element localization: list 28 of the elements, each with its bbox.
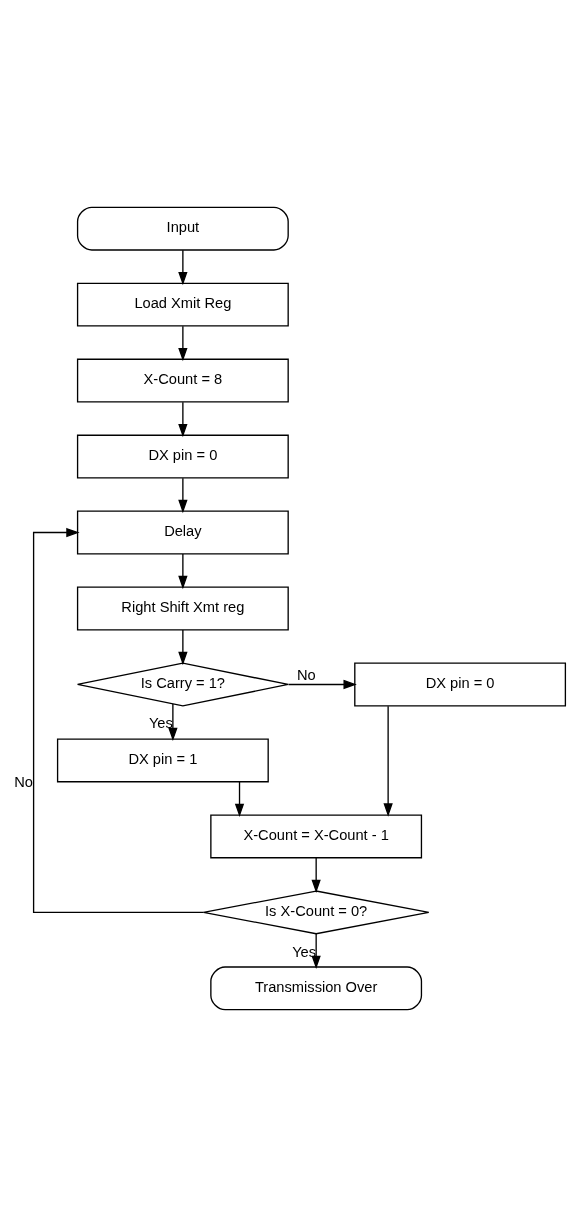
arrow <box>178 553 188 590</box>
node-diamond: Is X-Count = 0? <box>202 890 430 935</box>
arrow <box>178 249 188 286</box>
arrow <box>168 703 178 742</box>
edge-label: No <box>14 773 33 790</box>
node-box: Delay <box>76 510 289 555</box>
node-box: DX pin = 0 <box>76 434 289 479</box>
node-box: DX pin = 1 <box>56 738 269 783</box>
arrow <box>311 933 321 969</box>
arrow <box>178 401 188 438</box>
arrow <box>311 857 321 894</box>
node-box: X-Count = X-Count - 1 <box>210 814 423 859</box>
node-box: Load Xmit Reg <box>76 282 289 327</box>
arrow <box>178 629 188 666</box>
arrow <box>287 679 357 690</box>
node-box: Right Shift Xmt reg <box>76 586 289 631</box>
arrow <box>178 477 188 514</box>
arrow <box>383 705 393 817</box>
edge-label: No <box>296 667 316 684</box>
arrow <box>234 781 245 818</box>
node-diamond: Is Carry = 1? <box>76 662 289 707</box>
edge-label: Yes <box>292 943 317 960</box>
node-box: X-Count = 8 <box>76 358 289 403</box>
node-box: DX pin = 0 <box>354 662 567 707</box>
arrow <box>178 325 188 362</box>
node-box: Input <box>76 206 289 251</box>
arrow <box>32 527 205 914</box>
node-box: Transmission Over <box>210 966 423 1011</box>
